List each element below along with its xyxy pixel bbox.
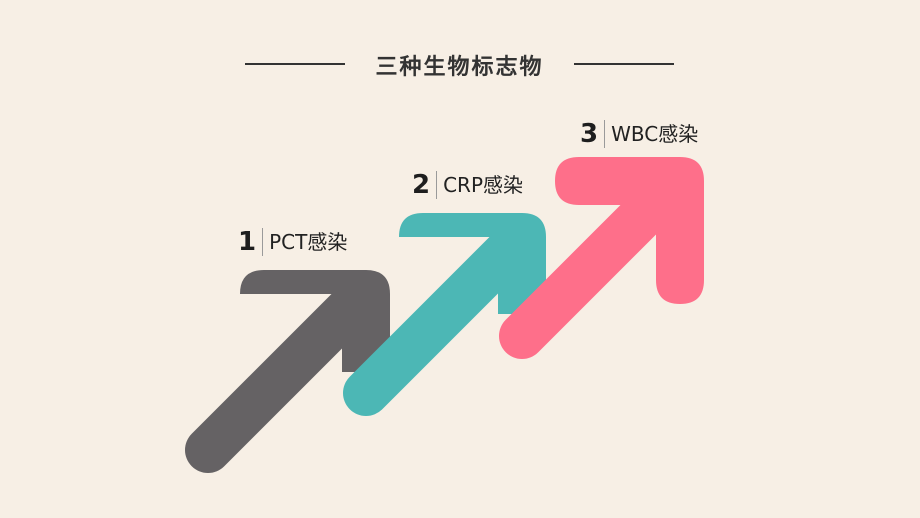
step-label-3: 3 WBC感染 bbox=[580, 118, 698, 150]
arrow-2 bbox=[343, 213, 546, 416]
step-number-3: 3 bbox=[580, 119, 599, 149]
step-label-2: 2 CRP感染 bbox=[412, 169, 523, 201]
step-label-1: 1 PCT感染 bbox=[238, 226, 347, 258]
step-divider-1 bbox=[262, 228, 264, 256]
title-rule-left bbox=[245, 63, 345, 65]
arrow-2-head bbox=[399, 213, 546, 314]
arrow-1-shaft bbox=[185, 283, 375, 473]
arrow-2-shaft bbox=[343, 228, 531, 416]
step-text-2: CRP感染 bbox=[443, 173, 524, 197]
title-row: 三种生物标志物 bbox=[0, 44, 920, 84]
step-divider-2 bbox=[436, 171, 438, 199]
step-number-2: 2 bbox=[412, 170, 431, 200]
step-text-3: WBC感染 bbox=[611, 122, 699, 146]
step-divider-3 bbox=[604, 120, 606, 148]
arrow-3-head bbox=[555, 157, 704, 304]
step-text-1: PCT感染 bbox=[269, 230, 348, 254]
arrow-3 bbox=[499, 157, 704, 359]
title-rule-right bbox=[574, 63, 674, 65]
slide-title: 三种生物标志物 bbox=[375, 55, 544, 80]
arrow-3-shaft bbox=[499, 167, 691, 359]
arrow-1 bbox=[185, 270, 390, 473]
arrow-1-head bbox=[240, 270, 390, 372]
step-number-1: 1 bbox=[238, 227, 257, 257]
